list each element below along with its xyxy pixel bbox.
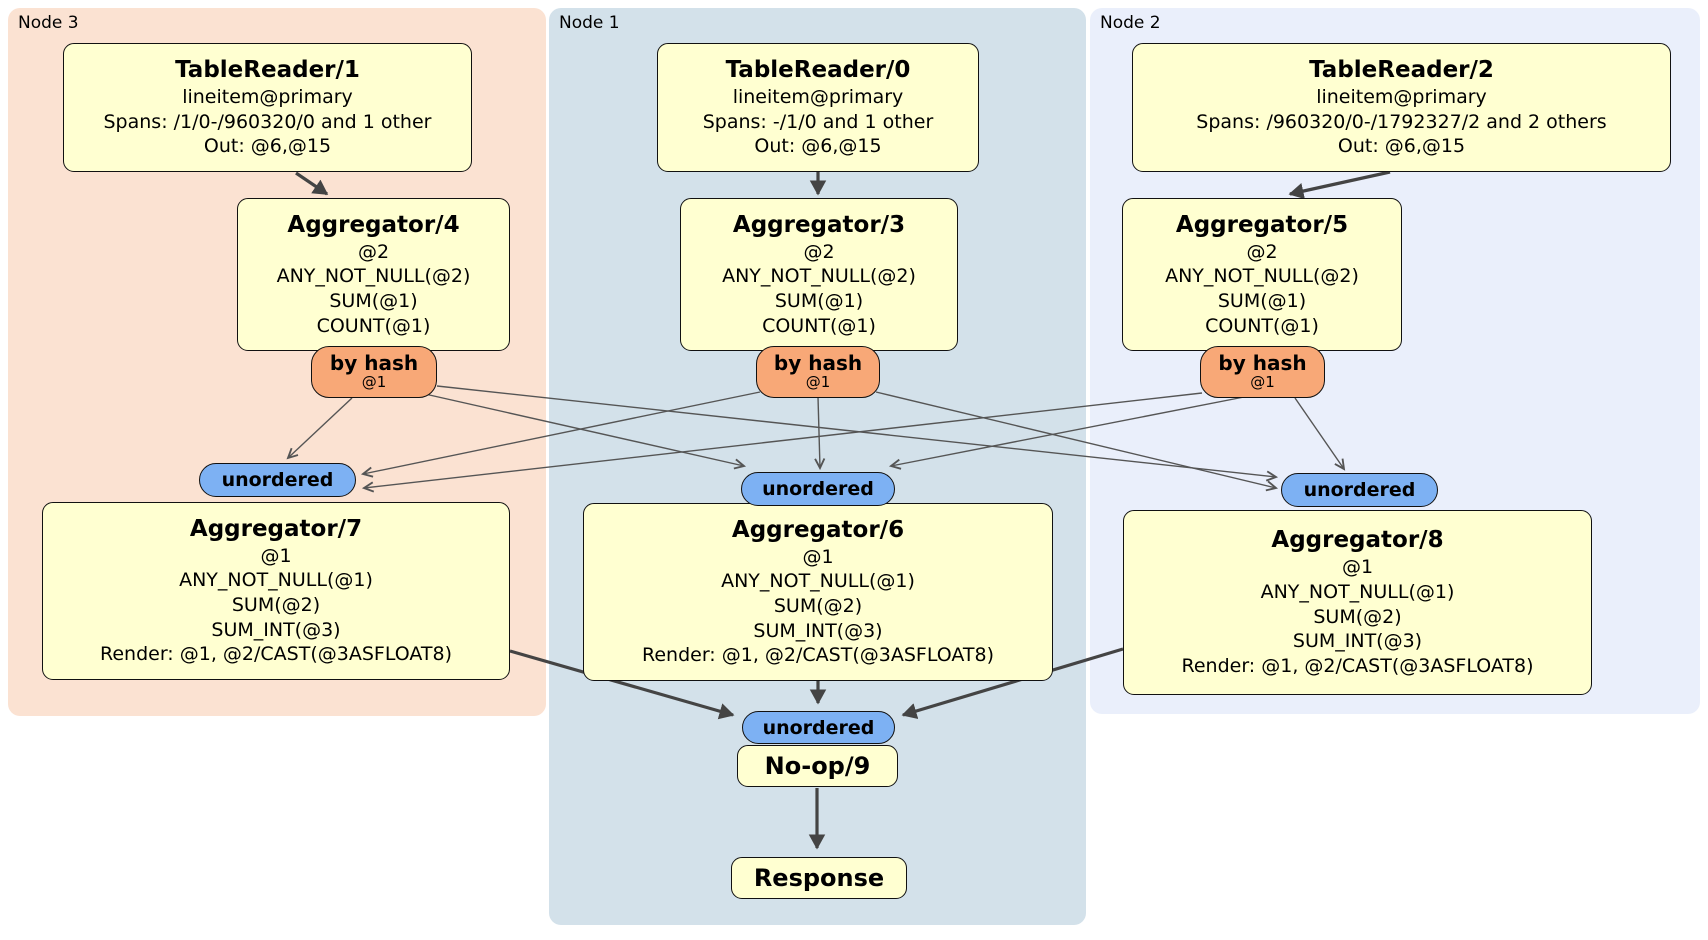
processor-title: Aggregator/3 [732,211,906,238]
processor-noop-9: No-op/9 [737,745,898,787]
processor-detail: @1 [802,545,834,568]
processor-detail: @2 [803,240,835,263]
processor-detail: lineitem@primary [182,85,353,108]
sync-unordered-8: unordered [1281,473,1438,507]
processor-detail: ANY_NOT_NULL(@1) [721,570,915,593]
processor-detail: @2 [1246,240,1278,263]
sync-unordered-7: unordered [199,463,356,497]
processor-title: No-op/9 [764,752,871,780]
processor-detail: @1 [260,544,292,567]
sync-label: unordered [762,478,874,500]
region-node2-label: Node 2 [1100,13,1161,33]
processor-aggregator-5: Aggregator/5 @2 ANY_NOT_NULL(@2) SUM(@1)… [1122,198,1402,351]
processor-detail: @2 [357,240,390,263]
processor-detail: SUM_INT(@3) [211,618,341,641]
processor-detail: SUM(@2) [773,595,863,618]
processor-aggregator-6: Aggregator/6 @1 ANY_NOT_NULL(@1) SUM(@2)… [583,503,1053,681]
processor-title: TableReader/1 [175,57,360,84]
processor-detail: @1 [1341,556,1374,579]
processor-detail: Spans: /960320/0-/1792327/2 and 2 others [1196,110,1607,133]
processor-aggregator-7: Aggregator/7 @1 ANY_NOT_NULL(@1) SUM(@2)… [42,502,510,680]
processor-detail: SUM(@1) [329,289,418,312]
processor-detail: Render: @1, @2/CAST(@3ASFLOAT8) [1181,654,1534,677]
processor-detail: Spans: -/1/0 and 1 other [702,110,934,133]
router-sub-label: @1 [805,372,831,391]
processor-detail: SUM(@1) [1217,289,1307,312]
router-byhash-5: by hash @1 [1200,346,1325,398]
processor-title: TableReader/2 [1309,57,1494,84]
processor-detail: SUM_INT(@3) [1292,630,1423,653]
sync-label: unordered [1303,479,1416,501]
processor-aggregator-3: Aggregator/3 @2 ANY_NOT_NULL(@2) SUM(@1)… [680,198,958,351]
processor-title: Aggregator/8 [1271,527,1444,554]
processor-detail: lineitem@primary [732,85,904,108]
processor-tablereader-2: TableReader/2 lineitem@primary Spans: /9… [1132,43,1671,172]
processor-detail: ANY_NOT_NULL(@1) [1260,580,1455,603]
sync-label: unordered [221,469,334,491]
router-byhash-3: by hash @1 [756,346,880,398]
processor-tablereader-0: TableReader/0 lineitem@primary Spans: -/… [657,43,979,172]
processor-aggregator-4: Aggregator/4 @2 ANY_NOT_NULL(@2) SUM(@1)… [237,198,510,351]
region-node3-label: Node 3 [18,13,79,33]
processor-detail: ANY_NOT_NULL(@1) [179,569,373,592]
processor-title: Response [753,864,885,892]
processor-aggregator-8: Aggregator/8 @1 ANY_NOT_NULL(@1) SUM(@2)… [1123,510,1592,695]
sync-unordered-6: unordered [741,472,895,506]
processor-title: Aggregator/6 [731,516,905,543]
processor-detail: ANY_NOT_NULL(@2) [276,265,471,288]
processor-detail: Out: @6,@15 [754,135,882,158]
processor-detail: SUM(@2) [231,594,321,617]
processor-detail: SUM(@2) [1313,605,1402,628]
router-label: by hash [1218,350,1307,375]
processor-detail: SUM_INT(@3) [753,619,883,642]
processor-detail: ANY_NOT_NULL(@2) [722,265,916,288]
processor-detail: Out: @6,@15 [203,135,332,158]
router-byhash-4: by hash @1 [311,346,437,398]
processor-detail: Out: @6,@15 [1337,135,1466,158]
processor-detail: Render: @1, @2/CAST(@3ASFLOAT8) [100,643,452,666]
router-sub-label: @1 [1250,372,1275,391]
processor-title: Aggregator/7 [189,515,363,542]
node-response: Response [731,857,907,899]
processor-title: TableReader/0 [725,57,911,84]
processor-detail: COUNT(@1) [762,314,876,337]
processor-detail: lineitem@primary [1316,85,1487,108]
processor-detail: SUM(@1) [774,289,864,312]
processor-detail: ANY_NOT_NULL(@2) [1165,265,1359,288]
router-sub-label: @1 [361,372,387,391]
processor-detail: Spans: /1/0-/960320/0 and 1 other [103,110,432,133]
region-node1-label: Node 1 [559,13,620,33]
processor-title: Aggregator/5 [1175,211,1349,238]
sync-label: unordered [762,716,875,739]
router-label: by hash [773,350,863,375]
processor-tablereader-1: TableReader/1 lineitem@primary Spans: /1… [63,43,472,172]
sync-unordered-9: unordered [742,711,895,744]
processor-detail: Render: @1, @2/CAST(@3ASFLOAT8) [642,644,994,667]
processor-detail: COUNT(@1) [316,314,431,337]
router-label: by hash [329,350,419,375]
processor-title: Aggregator/4 [287,211,460,238]
processor-detail: COUNT(@1) [1205,314,1319,337]
